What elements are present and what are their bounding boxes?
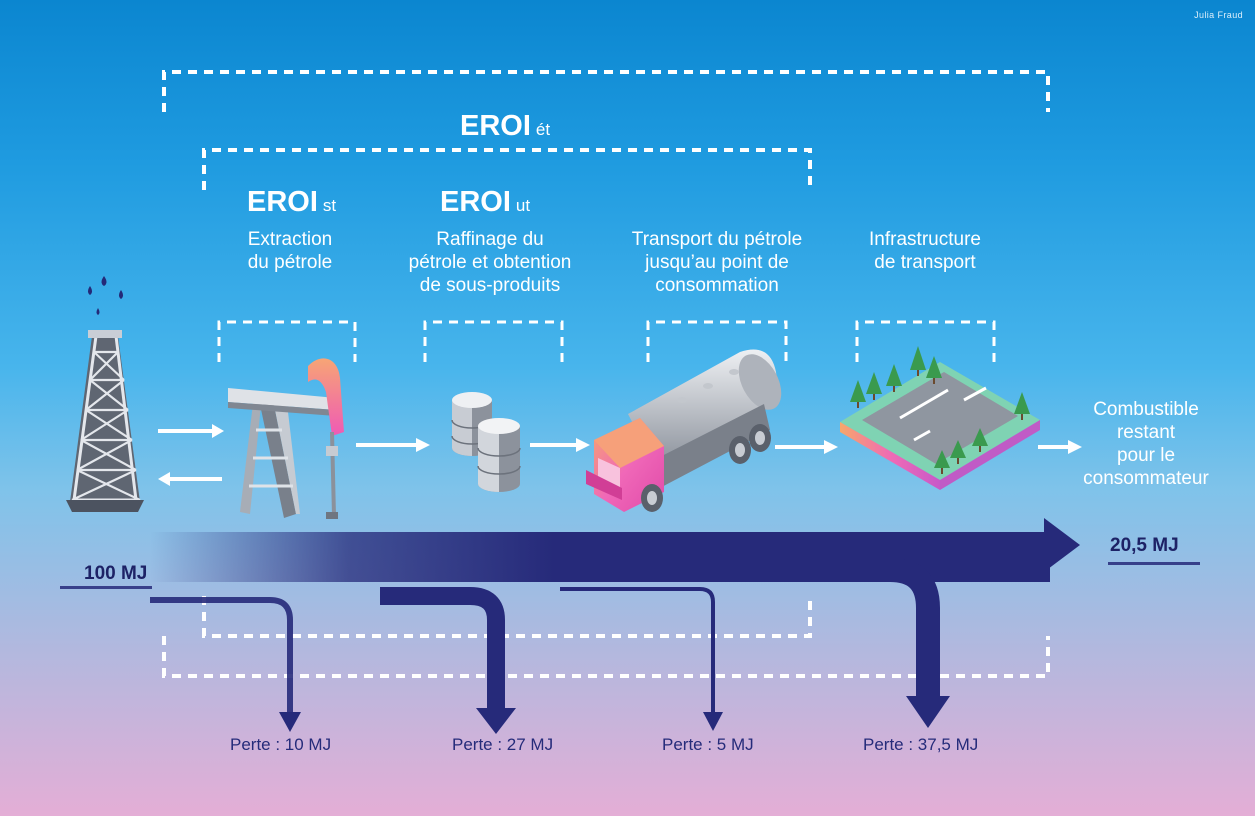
eroi-ut-sub: ut (515, 196, 531, 215)
bracket-infrastructure-top (855, 320, 996, 362)
eroi-brackets-top (162, 70, 1050, 362)
bracket-extraction-top (217, 320, 357, 362)
bracket-refining-top (423, 320, 564, 362)
eroi-brackets-bottom (162, 596, 1050, 678)
oil-barrels-icon (451, 392, 521, 492)
eroi-st-sub: st (322, 196, 337, 215)
stage-extraction: Extraction du pétrole (210, 228, 370, 274)
final-line4: consommateur (1083, 468, 1209, 489)
loss-label-3: Perte : 5 MJ (662, 735, 754, 754)
output-energy-label: 20,5 MJ (1110, 535, 1179, 556)
stage-extraction-line1: Extraction (247, 229, 333, 250)
final-line1: Combustible (1093, 399, 1199, 420)
road-infrastructure-icon (840, 346, 1040, 490)
stage-transport-line3: consommation (655, 275, 779, 296)
bracket-outer-top (162, 70, 1050, 112)
stage-refining-line2: pétrole et obtention (408, 252, 572, 273)
stage-infrastructure-line1: Infrastructure (869, 229, 981, 250)
stage-infrastructure: Infrastructure de transport (845, 228, 1005, 274)
final-line2: restant (1116, 422, 1176, 443)
loss-branch-3 (560, 587, 715, 716)
oil-derrick-icon (66, 276, 144, 512)
loss-label-1: Perte : 10 MJ (230, 735, 332, 754)
loss-label-4: Perte : 37,5 MJ (863, 735, 979, 754)
energy-flow (60, 518, 1200, 734)
bracket-eroi-et-bottom (202, 596, 812, 638)
credit-text: Julia Fraud (1194, 10, 1243, 20)
stage-infrastructure-line2: de transport (874, 252, 976, 273)
tanker-truck-icon (586, 349, 782, 512)
stage-transport: Transport du pétrole jusqu’au point de c… (612, 228, 822, 297)
process-arrows (158, 424, 1082, 486)
eroi-st-main: EROI (247, 186, 318, 218)
stage-refining-line3: de sous-produits (419, 275, 561, 296)
output-underline (1108, 562, 1200, 565)
loss-branch-4 (700, 558, 940, 700)
eroi-ut-main: EROI (440, 186, 511, 218)
final-line3: pour le (1116, 445, 1176, 466)
final-fuel-label: Combustible restant pour le consommateur (1070, 398, 1222, 490)
bracket-outer-bottom (162, 636, 1050, 678)
input-energy-label: 100 MJ (84, 563, 148, 584)
output-arrow-head (1044, 518, 1080, 572)
bracket-transport-top (646, 320, 788, 362)
loss-branch-2 (380, 587, 505, 712)
stage-transport-line2: jusqu’au point de (645, 252, 789, 273)
stage-refining-line1: Raffinage du (436, 229, 544, 250)
input-underline (60, 586, 152, 589)
loss-label-2: Perte : 27 MJ (452, 735, 554, 754)
eroi-et-main: EROI (460, 110, 531, 142)
bracket-eroi-et-top (202, 148, 812, 190)
stage-transport-line1: Transport du pétrole (631, 229, 803, 250)
loss-branch-1 (150, 597, 293, 715)
pump-jack-icon (228, 358, 344, 519)
stage-refining: Raffinage du pétrole et obtention de sou… (390, 228, 590, 297)
stage-extraction-line2: du pétrole (247, 252, 333, 273)
eroi-et-sub: ét (535, 120, 551, 139)
